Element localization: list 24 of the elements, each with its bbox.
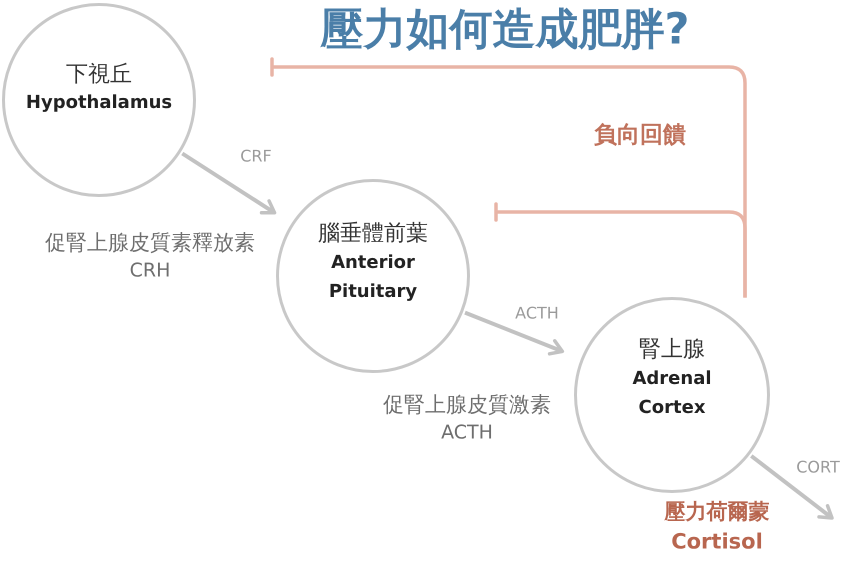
hormone-name: 促腎上腺皮質激素 bbox=[383, 392, 551, 418]
arrow bbox=[750, 454, 834, 520]
organ-circle bbox=[276, 179, 470, 373]
arrow bbox=[464, 310, 564, 356]
edge-label: ACTH bbox=[515, 303, 559, 323]
hormone-abbreviation: CRH bbox=[130, 260, 170, 282]
organ-name-chinese: 腎上腺 bbox=[639, 336, 705, 364]
feedback-label: 負向回饋 bbox=[594, 122, 686, 150]
organ-name-english: Adrenal Cortex bbox=[631, 367, 713, 420]
edge-label: CORT bbox=[796, 457, 840, 477]
diagram-title: 壓力如何造成肥胖? bbox=[320, 5, 690, 55]
hormone-abbreviation: ACTH bbox=[441, 422, 493, 444]
edge-label: CRF bbox=[240, 146, 272, 166]
organ-name-english: Hypothalamus bbox=[26, 91, 172, 116]
hormone-name: 促腎上腺皮質素釋放素 bbox=[45, 230, 255, 256]
arrow bbox=[181, 152, 276, 215]
organ-name-chinese: 下視丘 bbox=[66, 60, 132, 89]
organ-name-chinese: 腦垂體前葉 bbox=[318, 220, 428, 248]
organ-circle bbox=[2, 3, 196, 197]
organ-name-english: Anterior Pituitary bbox=[328, 251, 418, 304]
hormone-english-name: Cortisol bbox=[671, 529, 763, 555]
inhibition-line bbox=[494, 202, 747, 298]
hormone-name: 壓力荷爾蒙 bbox=[664, 499, 770, 525]
organ-circle bbox=[574, 297, 770, 493]
